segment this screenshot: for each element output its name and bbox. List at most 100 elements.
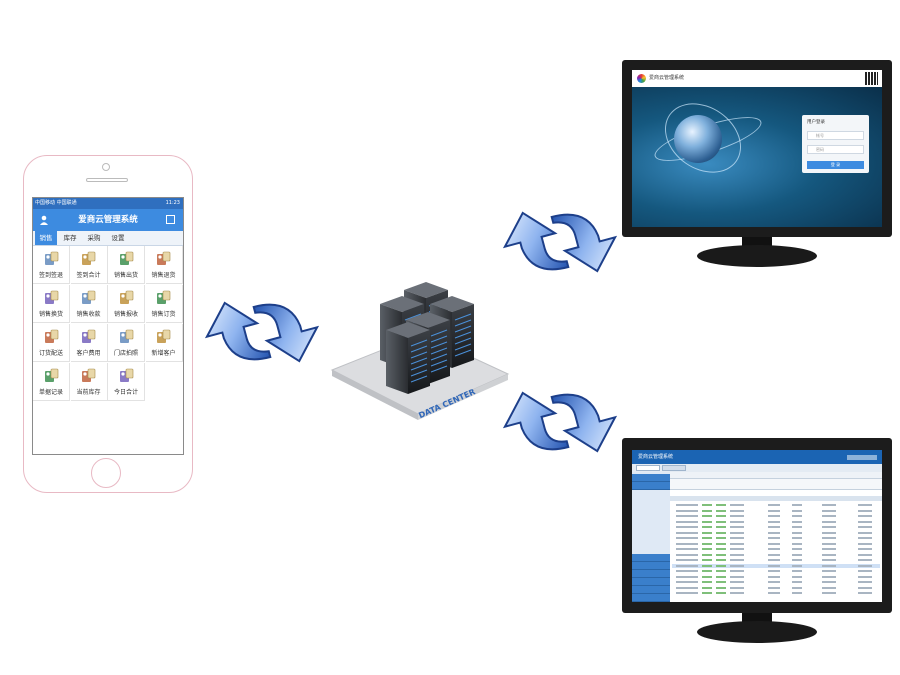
tab-inventory[interactable]: 库存 (63, 234, 77, 242)
grid-item[interactable]: 新增客户 (145, 324, 183, 362)
login-header: 爱商云管理系统 (632, 70, 882, 87)
clock-text: 11:23 (165, 200, 180, 206)
grid-item[interactable]: 签到合计 (70, 246, 108, 284)
table-row[interactable] (672, 525, 880, 529)
login-title: 用户登录 (807, 120, 825, 125)
status-bar: 中国移动 中国联通 11:23 (33, 198, 183, 209)
login-app-name: 爱商云管理系统 (649, 75, 685, 81)
table-row[interactable] (672, 514, 880, 518)
table-row[interactable] (672, 542, 880, 546)
app-logo-icon (637, 74, 646, 83)
home-button[interactable] (91, 458, 121, 488)
app-sidebar (632, 472, 671, 602)
grid-item[interactable]: 当前库存 (70, 363, 108, 401)
add-customer-icon (155, 329, 172, 345)
sales-return-icon (155, 251, 172, 267)
app-header-title: 爱商云管理系统 (638, 454, 674, 460)
grid-item[interactable]: 客户费用 (70, 324, 108, 362)
scan-icon[interactable] (166, 215, 175, 224)
header-user-info (847, 455, 877, 460)
smartphone: 中国移动 中国联通 11:23 爱商云管理系统 销售 库存 采购 设置 签到签退… (23, 155, 193, 493)
app-title-bar: 爱商云管理系统 (33, 209, 183, 231)
table-row[interactable] (672, 520, 880, 524)
sidebar-item[interactable] (632, 578, 670, 586)
grid-item[interactable]: 销售收款 (70, 285, 108, 323)
grid-item-label: 今日合计 (113, 389, 138, 396)
grid-item[interactable]: 今日合计 (108, 363, 145, 401)
sidebar-item[interactable] (632, 554, 670, 562)
sidebar-item[interactable] (632, 474, 670, 482)
sidebar-item[interactable] (632, 586, 670, 594)
table-row[interactable] (672, 591, 880, 595)
grid-item[interactable]: 销售退货 (145, 246, 183, 284)
sales-payment-icon (80, 290, 97, 306)
grid-item-label: 当前库存 (76, 389, 101, 396)
table-row[interactable] (672, 563, 880, 568)
globe-graphic (674, 115, 722, 163)
tab-purchase[interactable]: 采购 (87, 234, 101, 242)
table-row[interactable] (672, 531, 880, 535)
username-field[interactable]: 帐号 (807, 131, 864, 140)
monitor-stand (697, 621, 817, 643)
sales-shipment-icon (118, 251, 135, 267)
grid-item[interactable]: 销售报收 (108, 285, 145, 323)
table-row[interactable] (672, 536, 880, 540)
today-total-icon (118, 368, 135, 384)
sales-order-icon (155, 290, 172, 306)
table-row[interactable] (672, 586, 880, 590)
filter-bar (670, 472, 882, 479)
table-row[interactable] (672, 558, 880, 562)
app-screen: 爱商云管理系统 (632, 450, 882, 602)
customer-cost-icon (80, 329, 97, 345)
grid-item[interactable]: 销售订货 (145, 285, 183, 323)
grid-item[interactable]: 单据记录 (33, 363, 70, 401)
grid-item-label: 新增客户 (151, 350, 176, 357)
function-grid: 签到签退 签到合计销售出货销售退货销售换货销售收款销售报收销售订货订货配送客户费用… (33, 246, 183, 406)
password-field[interactable]: 密码 (807, 145, 864, 154)
grid-item-label: 单据记录 (38, 389, 63, 396)
document-record-icon (43, 368, 60, 384)
grid-item[interactable]: 销售换货 (33, 285, 70, 323)
app-tab[interactable] (662, 465, 686, 471)
app-tab[interactable] (636, 465, 660, 471)
grid-item-label: 签到签退 (38, 272, 63, 279)
app-header: 爱商云管理系统 (632, 450, 882, 464)
current-stock-icon (80, 368, 97, 384)
sidebar-item[interactable] (632, 482, 670, 490)
grid-item-label: 销售退货 (151, 272, 176, 279)
table-row[interactable] (672, 580, 880, 584)
table-row[interactable] (672, 569, 880, 573)
grid-item[interactable]: 门店拍照 (108, 324, 145, 362)
tab-sales[interactable]: 销售 (35, 231, 57, 245)
grid-item-label: 销售收款 (76, 311, 101, 318)
grid-item-label: 客户费用 (76, 350, 101, 357)
tab-bar: 销售 库存 采购 设置 (33, 231, 183, 246)
table-row[interactable] (672, 553, 880, 557)
sign-in-icon (43, 251, 60, 267)
tab-settings[interactable]: 设置 (111, 234, 125, 242)
sidebar-item[interactable] (632, 594, 670, 602)
grid-item[interactable]: 订货配送 (33, 324, 70, 362)
login-screen: 爱商云管理系统 用户登录 帐号 密码 登 录 (632, 70, 882, 227)
table-row[interactable] (672, 575, 880, 579)
sales-report-icon (118, 290, 135, 306)
table-row[interactable] (672, 547, 880, 551)
desktop-monitor-app: 爱商云管理系统 (622, 438, 892, 650)
order-delivery-icon (43, 329, 60, 345)
qr-code-icon (865, 72, 878, 85)
grid-item[interactable]: 签到签退 (33, 246, 70, 284)
login-button[interactable]: 登 录 (807, 161, 864, 169)
login-background: 用户登录 帐号 密码 登 录 (632, 87, 882, 227)
table-row[interactable] (672, 509, 880, 513)
grid-item-label: 签到合计 (76, 272, 101, 279)
table-row[interactable] (672, 503, 880, 507)
user-icon[interactable] (39, 215, 49, 225)
earpiece-speaker (86, 178, 128, 182)
login-form: 用户登录 帐号 密码 登 录 (802, 115, 869, 173)
sidebar-item[interactable] (632, 570, 670, 578)
search-toolbar (670, 479, 882, 490)
store-photo-icon (118, 329, 135, 345)
grid-item[interactable]: 销售出货 (108, 246, 145, 284)
sidebar-item[interactable] (632, 562, 670, 570)
data-table (670, 472, 882, 602)
